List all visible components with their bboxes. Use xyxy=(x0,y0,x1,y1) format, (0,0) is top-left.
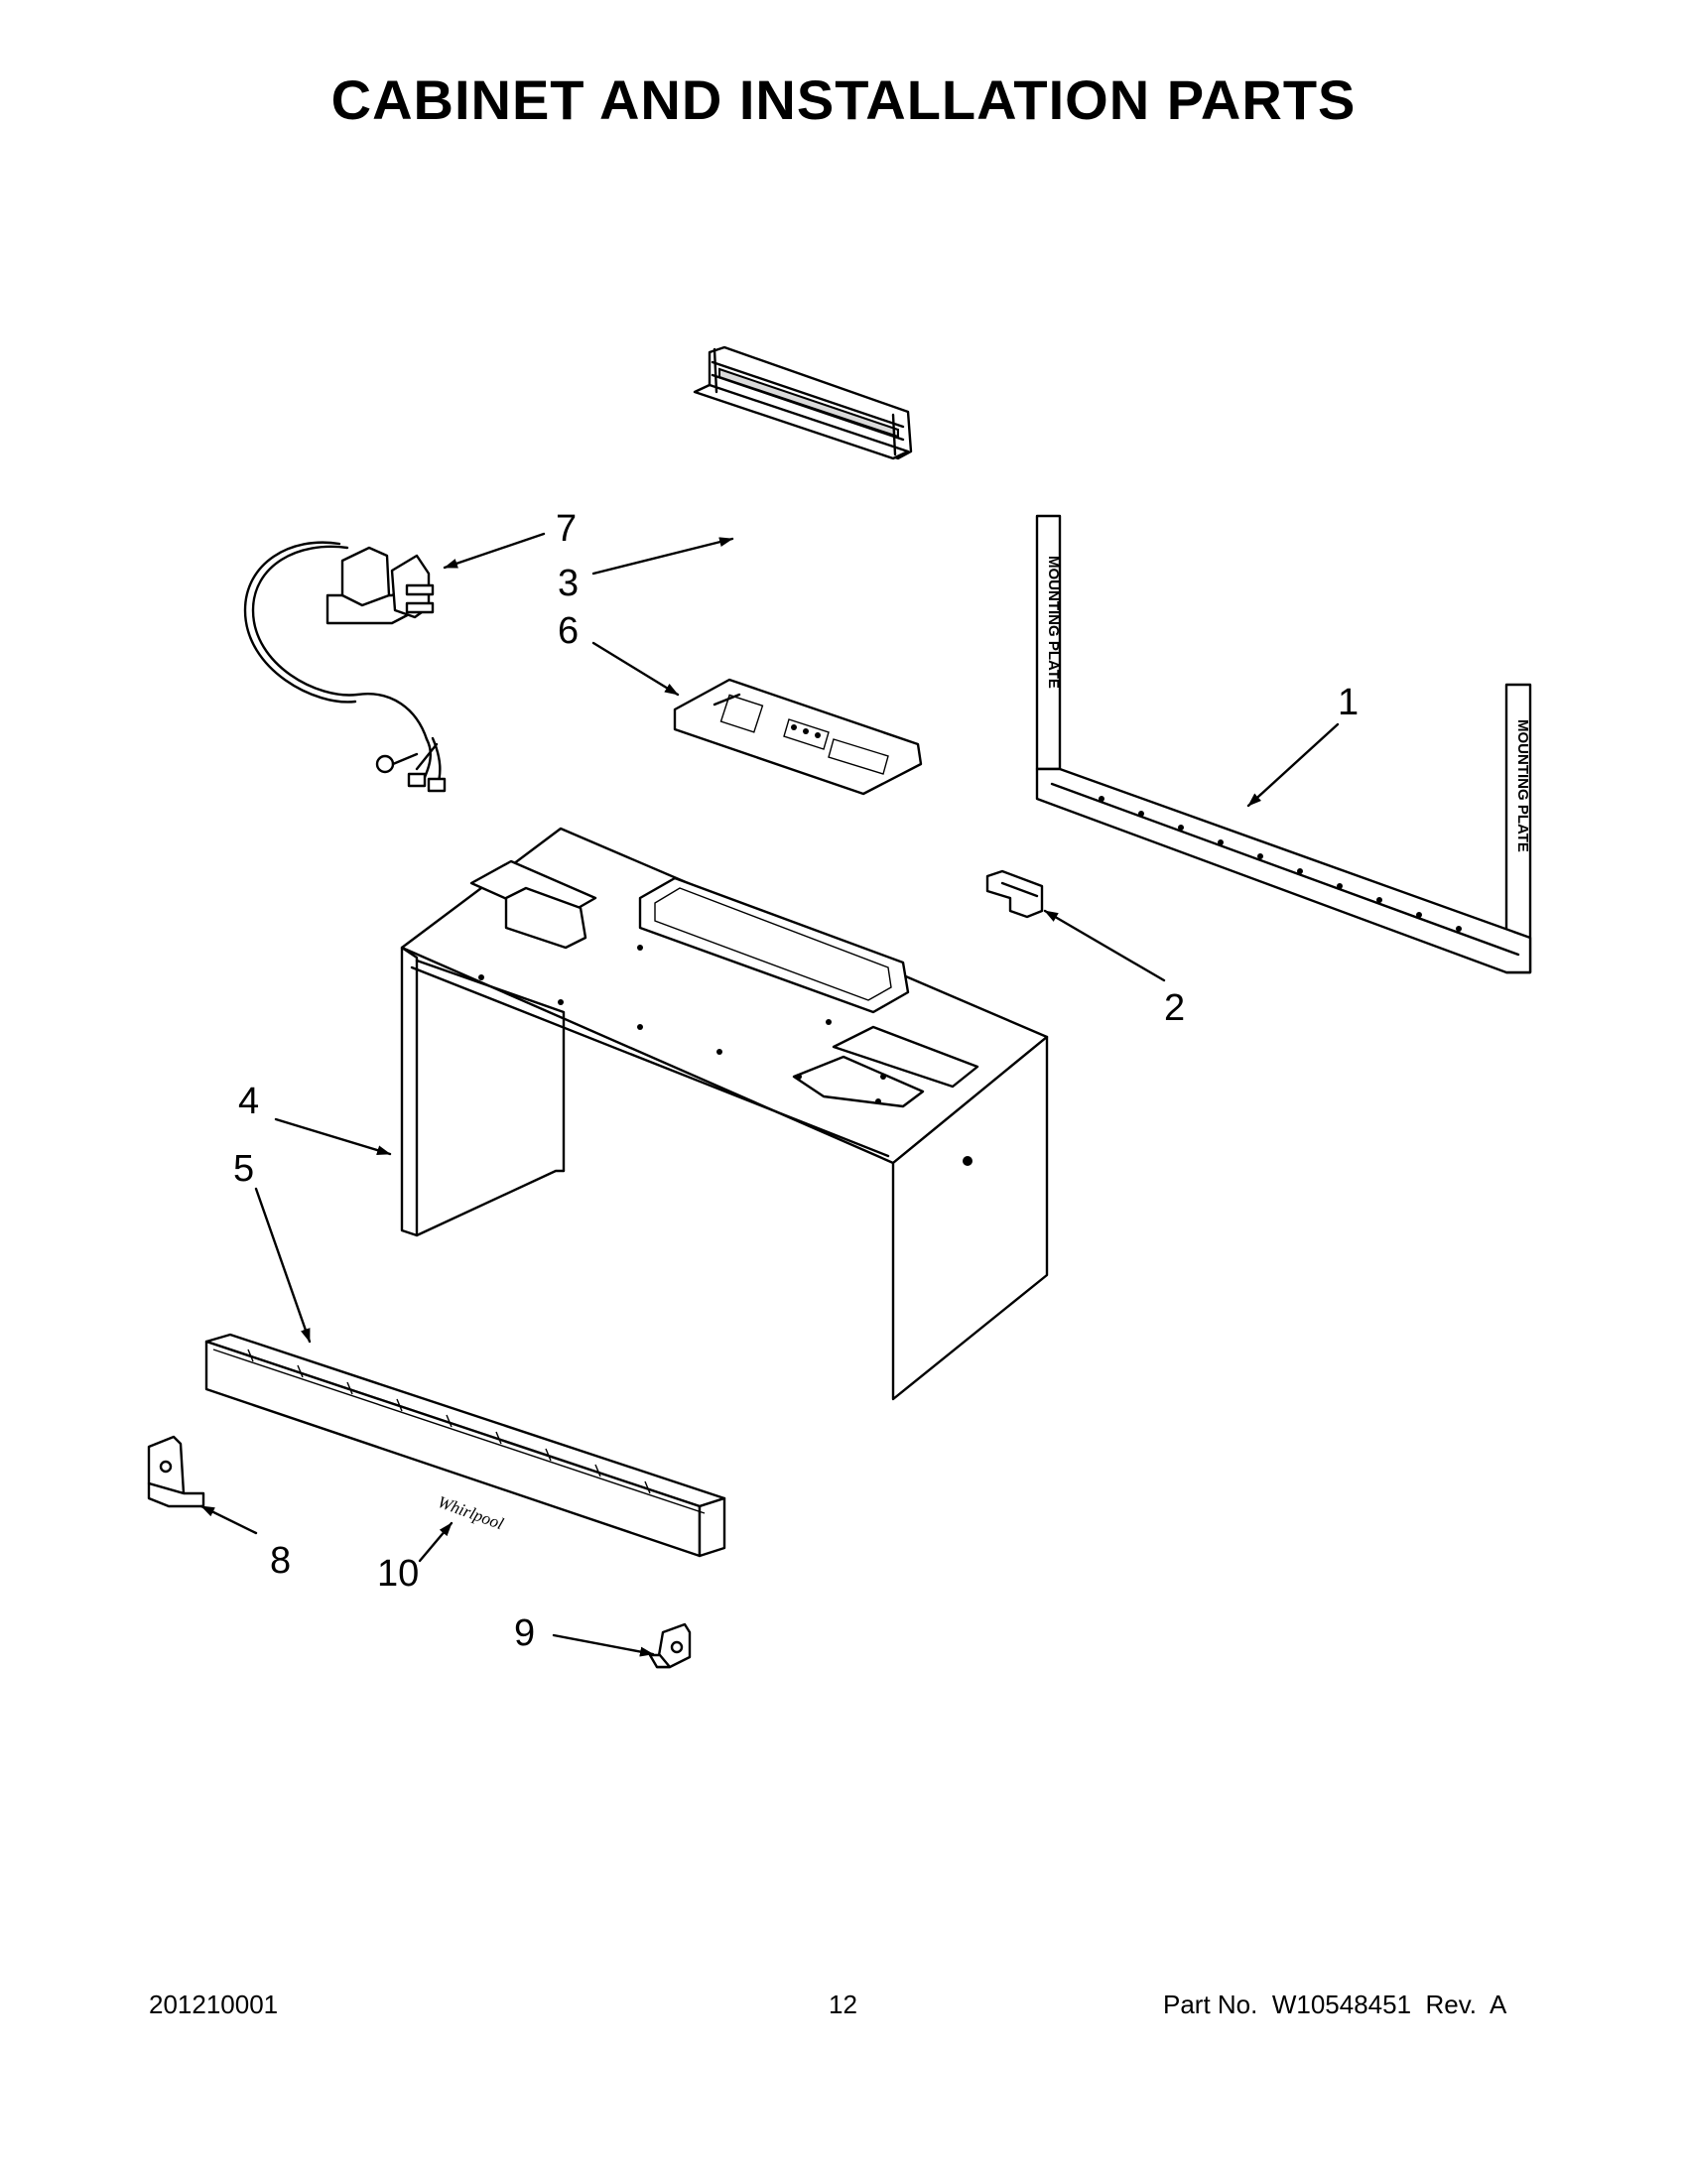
callout-5: 5 xyxy=(233,1148,254,1190)
callout-9: 9 xyxy=(514,1612,535,1654)
callout-10: 10 xyxy=(377,1553,419,1595)
mounting-plate-label-right: MOUNTING PLATE xyxy=(1514,719,1531,852)
part-power-cord xyxy=(243,541,447,793)
footer-code: 201210001 xyxy=(149,1990,279,2019)
part-mounting-plate: MOUNTING PLATE MOUNTING PLATE xyxy=(1035,514,1532,974)
part-cabinet-wrapper xyxy=(400,827,1049,1401)
footer-part-number: Part No. W10548451 Rev. A xyxy=(1163,1990,1507,2019)
leader-lines xyxy=(199,532,1340,1657)
callout-3: 3 xyxy=(558,563,579,604)
part-foot-bracket-right xyxy=(648,1622,692,1669)
callout-8: 8 xyxy=(270,1540,291,1582)
part-foot-bracket-left xyxy=(147,1435,205,1508)
part-mounting-bracket xyxy=(673,678,923,796)
page-title: CABINET AND INSTALLATION PARTS xyxy=(330,68,1357,131)
callout-6: 6 xyxy=(558,610,579,652)
callout-4: 4 xyxy=(238,1081,259,1122)
part-logo-badge: Whirlpool xyxy=(436,1492,507,1534)
mounting-plate-label-left: MOUNTING PLATE xyxy=(1045,556,1062,689)
callout-2: 2 xyxy=(1164,987,1185,1029)
callout-7: 7 xyxy=(556,508,577,550)
part-vent-grille xyxy=(204,1333,726,1558)
callout-1: 1 xyxy=(1338,682,1359,723)
footer-page-number: 12 xyxy=(829,1990,857,2019)
part-small-bracket xyxy=(985,869,1044,919)
whirlpool-logo: Whirlpool xyxy=(436,1492,507,1534)
part-exhaust-damper xyxy=(693,345,913,460)
